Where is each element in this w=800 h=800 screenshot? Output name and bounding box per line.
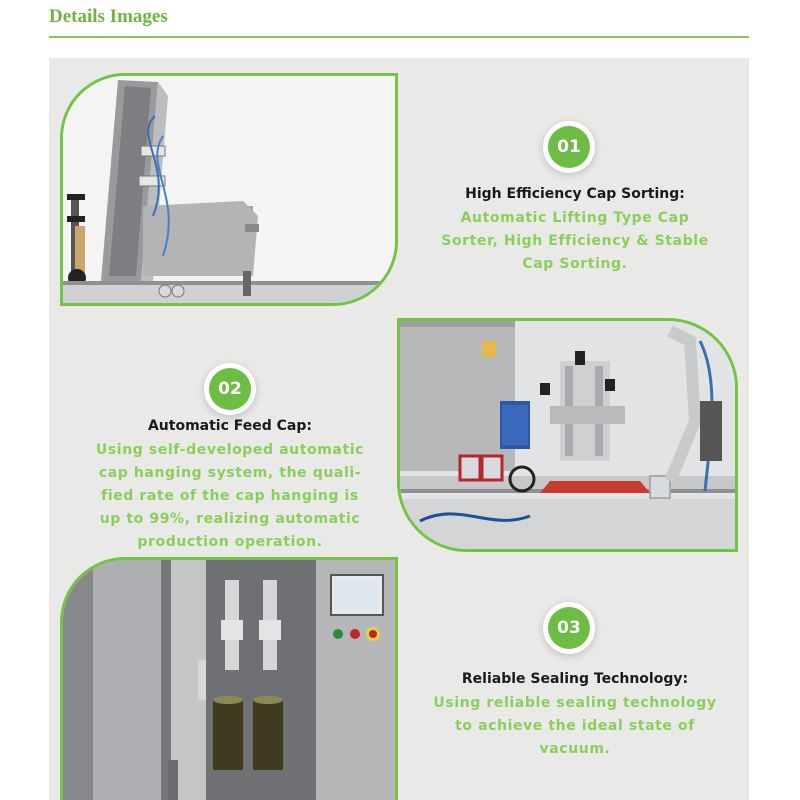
title-divider: [49, 36, 749, 38]
description-line: to achieve the ideal state of: [455, 718, 695, 734]
description-line: fied rate of the cap hanging is: [101, 488, 359, 504]
page-title: Details Images: [49, 6, 168, 27]
feature-heading: Reliable Sealing Technology:: [461, 671, 689, 687]
description-line: production operation.: [137, 534, 323, 550]
description-line: cap hanging system, the quali-: [98, 465, 362, 481]
feature-number-badge: 01: [548, 126, 590, 168]
feature-description: Using reliable sealing technology to ach…: [405, 692, 745, 761]
feature-number-badge: 02: [209, 368, 251, 410]
feature-heading: Automatic Feed Cap:: [147, 418, 313, 434]
description-line: Using reliable sealing technology: [433, 695, 717, 711]
feature-number-badge: 03: [548, 607, 590, 649]
feature-description: Automatic Lifting Type Cap Sorter, High …: [405, 207, 745, 276]
sealing-unit-image: [60, 557, 398, 800]
description-line: vacuum.: [539, 741, 611, 757]
feature-heading: High Efficiency Cap Sorting:: [465, 186, 685, 202]
description-line: Cap Sorting.: [522, 256, 628, 272]
description-line: Using self-developed automatic: [95, 442, 365, 458]
description-line: up to 99%, realizing automatic: [99, 511, 361, 527]
cap-feeding-image: [397, 318, 738, 552]
description-line: Automatic Lifting Type Cap: [460, 210, 690, 226]
feature-description: Using self-developed automatic cap hangi…: [60, 439, 400, 554]
cap-sorter-image: [60, 73, 398, 306]
description-line: Sorter, High Efficiency & Stable: [441, 233, 709, 249]
